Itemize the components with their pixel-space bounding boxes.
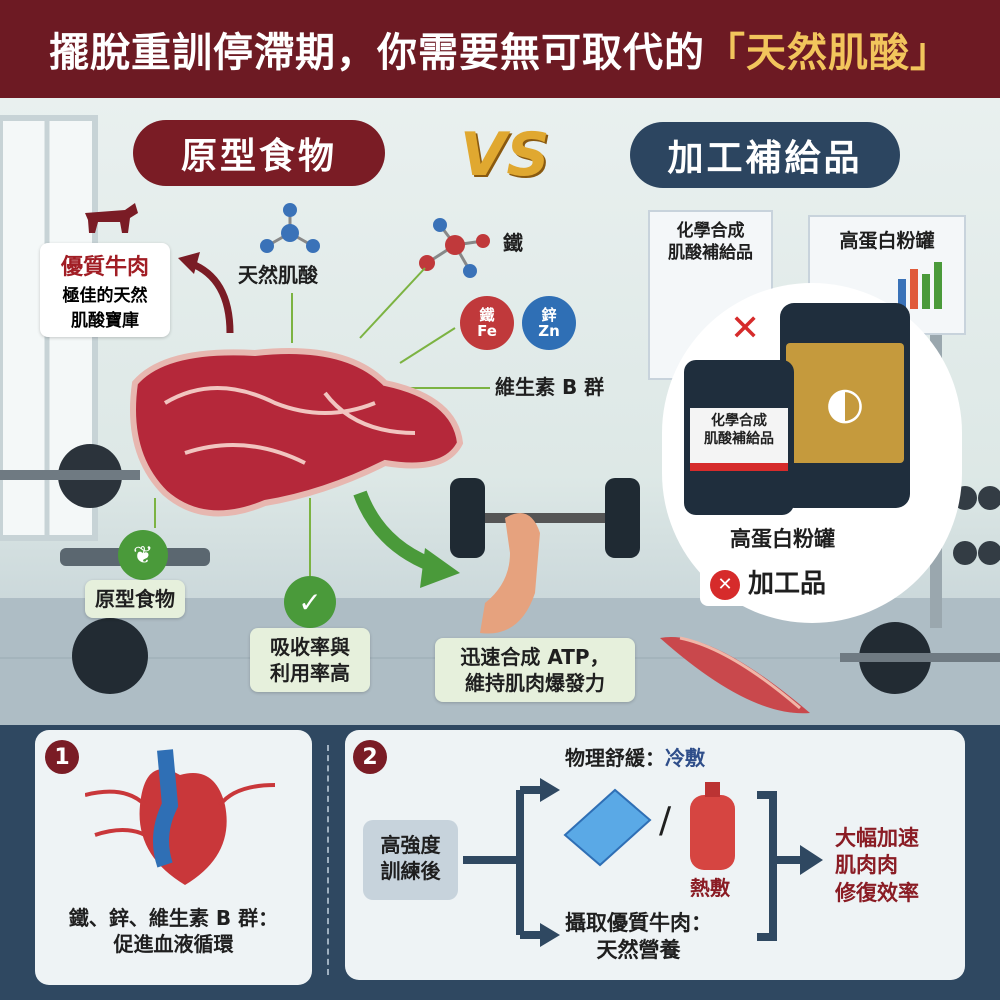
absorb-line-1: 吸收率與 [270,635,350,659]
zn-symbol: Zn [538,322,560,340]
result-line-1: 大幅加速 [835,826,919,850]
bar-chart-icon [898,261,942,309]
processed-supplement-header: 加工補給品 [630,122,900,188]
iron-molecule-icon [419,218,490,278]
page-title: 擺脫重訓停滯期，你需要無可取代的「天然肌酸」 [0,0,1000,98]
vitamin-b-label: 維生素 B 群 [495,375,605,399]
atp-line-2: 維持肌肉爆發力 [465,671,605,695]
board1-line-1: 化學合成 [676,221,745,241]
check-icon: ✓ [284,576,336,628]
flow-brackets [463,778,823,947]
bottom-line-2: 天然營養 [596,938,681,963]
curved-arrow-icon [178,252,234,334]
dumbbell-arm-illustration [450,478,640,634]
panel1-line-1: 鐵、鋅、維生素 B 群： [68,906,279,930]
jar1-line-1: 化學合成 [711,413,767,429]
panel2-number: 2 [353,740,387,774]
cold-compress-label: 冷敷 [665,746,705,770]
panel1-line-2: 促進血液循環 [113,932,234,956]
cow-icon [85,203,138,233]
board1-line-2: 肌酸補給品 [668,243,753,264]
ice-pack-icon [563,788,652,867]
steak-illustration [130,348,464,517]
leaf-icon: ❦ [118,530,168,580]
title-highlight: 「天然肌酸」 [705,30,951,76]
muscle-fiber-illustration [660,636,810,714]
start-line-2: 訓練後 [380,859,441,883]
bottom-line-1: 攝取優質牛肉： [565,911,712,935]
relief-prefix: 物理舒緩： [565,746,665,770]
panel1-number: 1 [45,740,79,774]
jar-stripe [690,463,788,471]
slash-separator: / [659,800,672,841]
physical-relief-label: 物理舒緩：冷敷 [565,745,705,771]
beef-desc-1: 極佳的天然 [62,286,148,306]
atp-box: 迅速合成 ATP，維持肌肉爆發力 [435,638,635,702]
beef-info-box: 優質牛肉 極佳的天然 肌酸寶庫 [40,243,170,337]
whole-food-label: 原型食物 [85,580,185,618]
result-line-2: 肌肉肉 [835,853,898,878]
iron-label: 鐵 [503,231,523,255]
bottom-section: 1 鐵、鋅、維生素 B 群：促進血液循環 2 物理舒緩：冷敷 高強度訓練後 / … [0,725,1000,1000]
divider [327,745,329,975]
hot-water-bottle-icon [690,795,735,870]
jar-label: 化學合成 肌酸補給品 [690,408,788,463]
heart-icon [85,749,275,885]
protein-jar-caption: 高蛋白粉罐 [730,527,835,551]
title-text: 擺脫重訓停滯期，你需要無可取代的 [49,30,705,76]
creatine-supplement-jar: 化學合成 肌酸補給品 [684,360,794,515]
hot-compress-label: 熱敷 [690,876,730,900]
cross-circle-icon: ✕ [710,569,740,600]
fe-top: 鐵 [479,305,495,324]
processed-label: 加工品 [748,569,827,599]
jar-logo-icon: ◐ [786,343,904,463]
creatine-label: 天然肌酸 [238,263,318,287]
whole-food-header: 原型食物 [133,120,385,186]
absorb-line-2: 利用率高 [270,661,350,685]
after-training-box: 高強度訓練後 [363,820,458,900]
beef-desc-2: 肌酸寶庫 [71,311,139,331]
fe-symbol: Fe [477,322,497,340]
creatine-molecule-icon [260,203,320,253]
atp-line-1: 迅速合成 ATP， [460,645,610,669]
processed-badge: ✕ 加工品 [700,564,837,606]
result-text: 大幅加速肌肉肉修復效率 [835,825,919,907]
zn-top: 鋅 [541,305,557,324]
vs-label: VS [460,120,550,190]
protein-powder-jar: ◐ [780,303,910,508]
result-line-3: 修復效率 [835,880,919,905]
beef-title: 優質牛肉 [60,255,149,280]
panel-blood-circulation: 1 鐵、鋅、維生素 B 群：促進血液循環 [35,730,312,985]
absorption-box: 吸收率與利用率高 [250,628,370,692]
jar1-line-2: 肌酸補給品 [704,431,774,448]
panel1-text: 鐵、鋅、維生素 B 群：促進血液循環 [35,905,312,957]
connector-lines [154,267,490,588]
board2-label: 高蛋白粉罐 [839,230,935,252]
start-line-1: 高強度 [380,833,441,857]
cross-icon: ✕ [730,308,761,349]
panel-recovery: 2 物理舒緩：冷敷 高強度訓練後 / 熱敷 攝取優質牛肉： 天然營養 大幅加速肌肉… [345,730,965,980]
beef-nutrition-label: 攝取優質牛肉： 天然營養 [565,910,712,965]
